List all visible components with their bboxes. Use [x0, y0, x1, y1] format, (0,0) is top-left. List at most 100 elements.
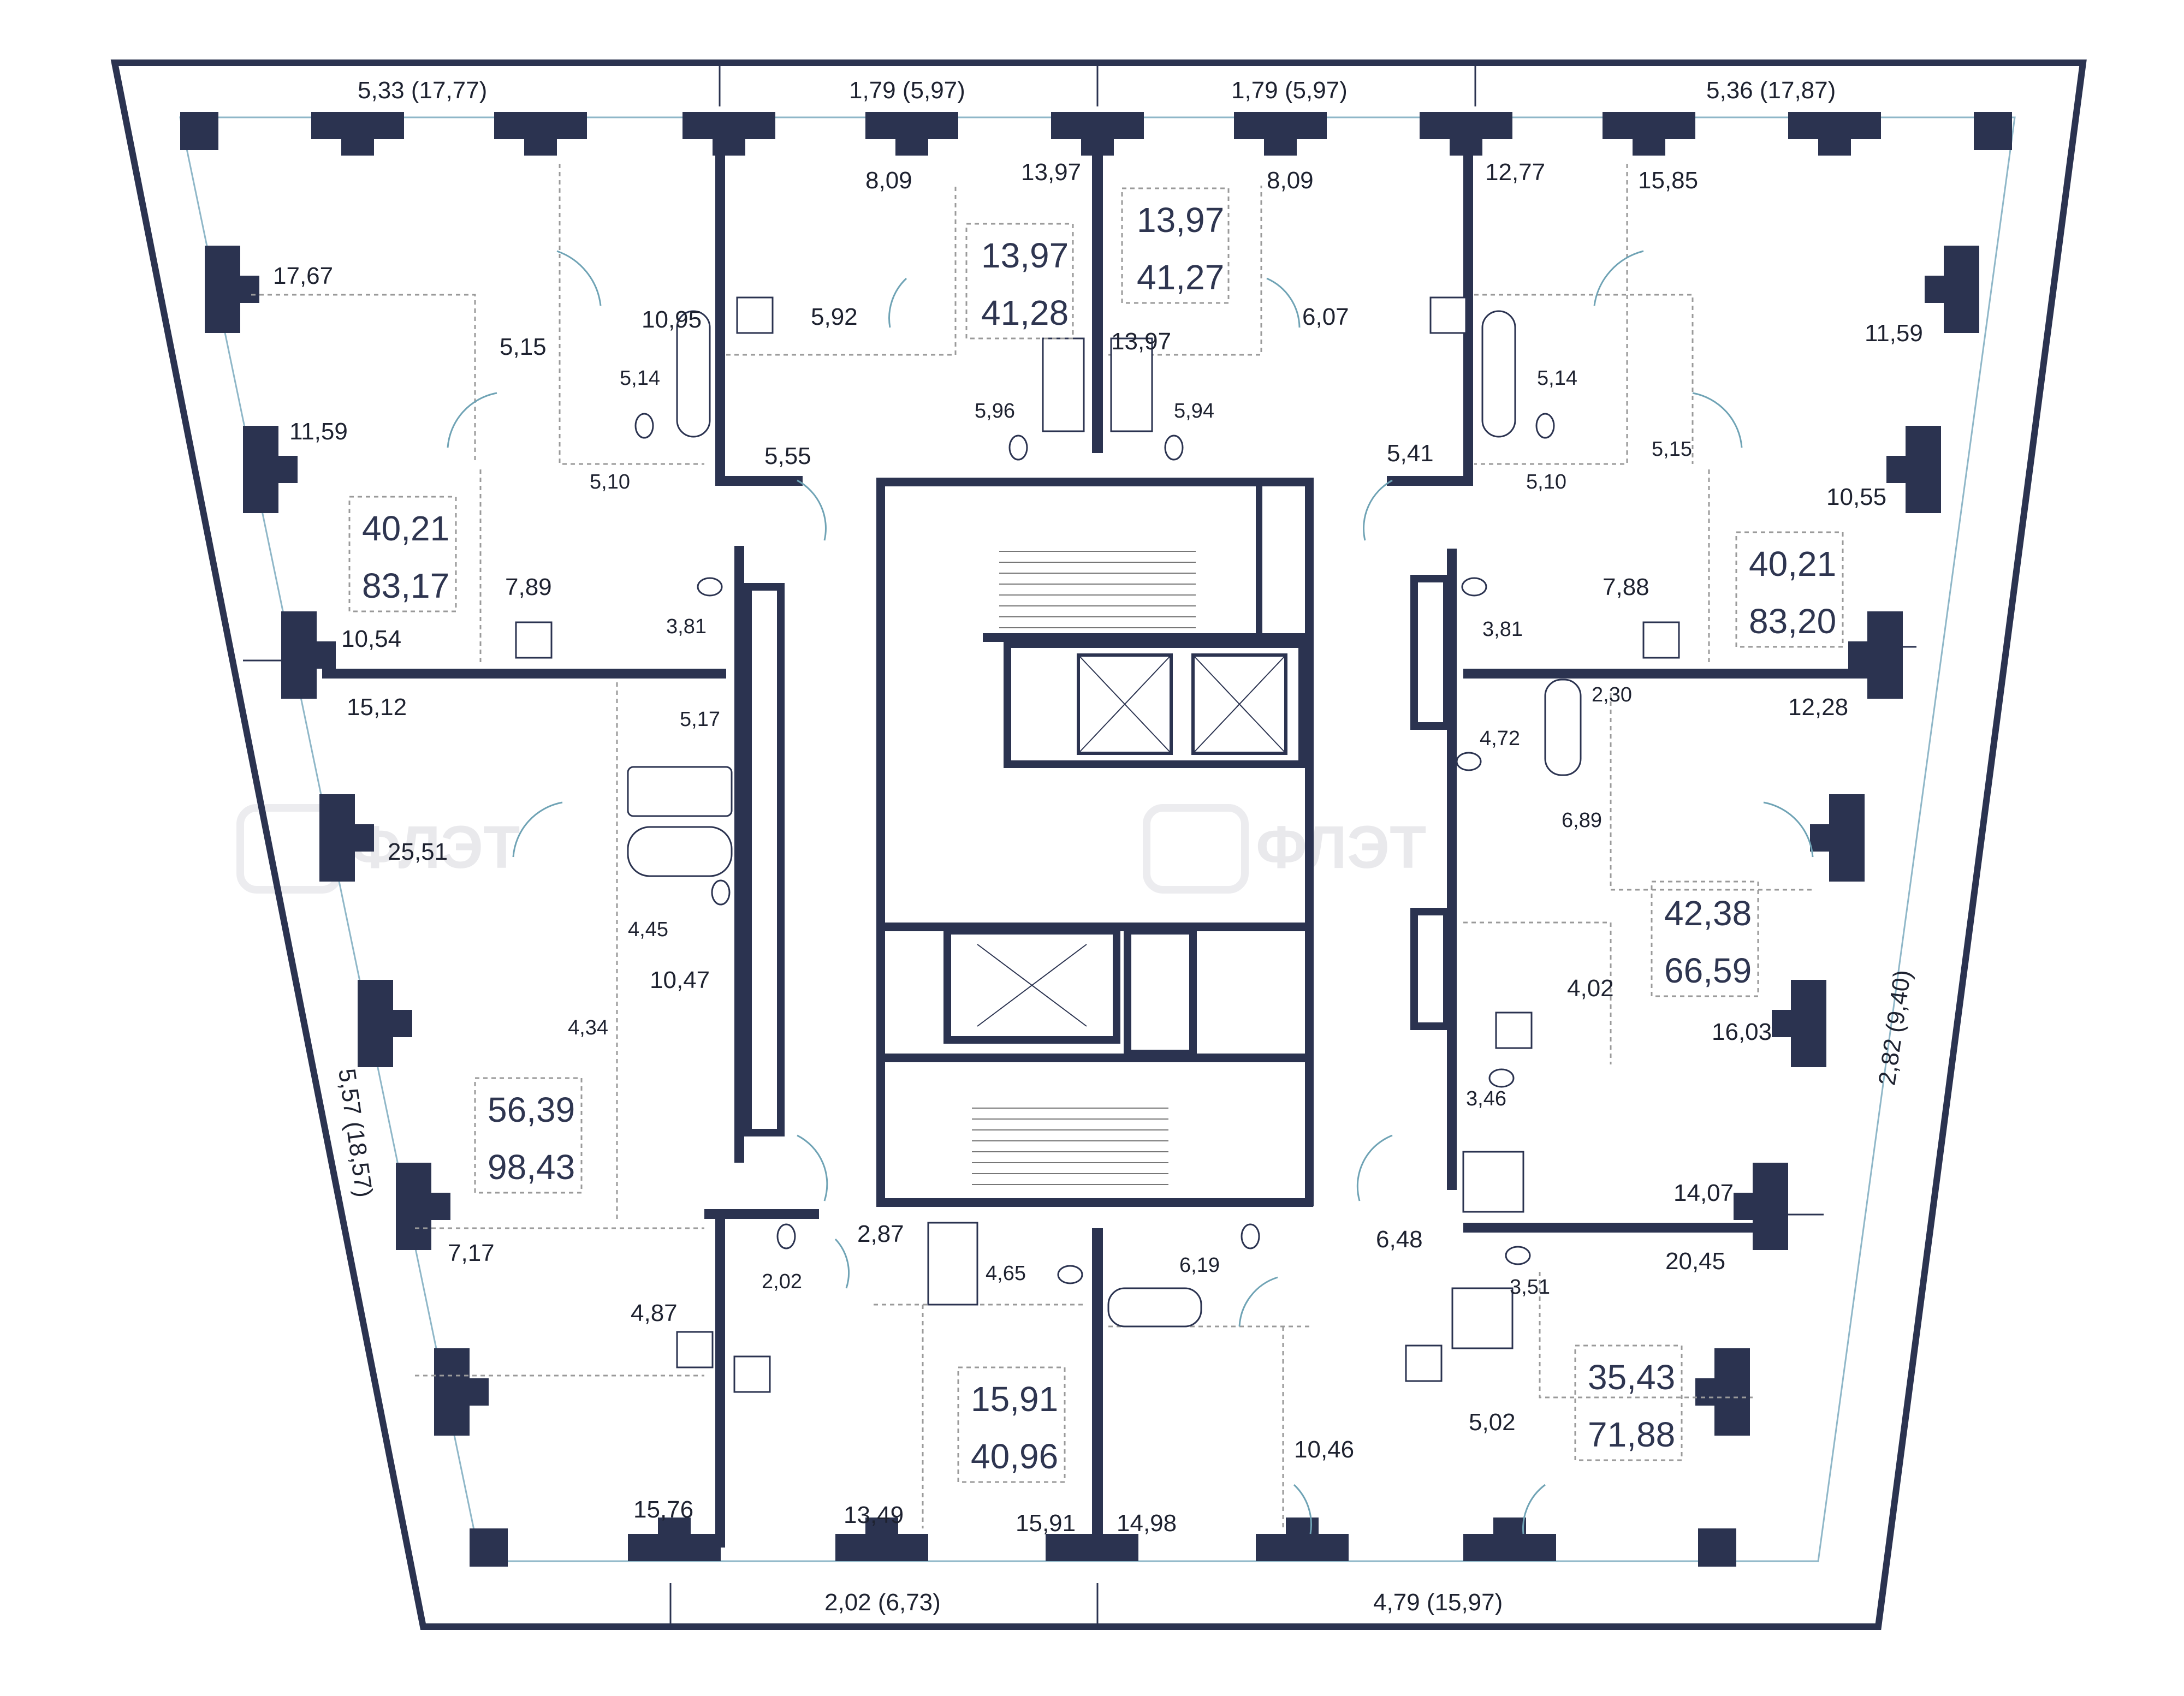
room-area: 25,51: [388, 838, 448, 865]
room-area: 4,02: [1567, 975, 1614, 1002]
room-dividers: [251, 164, 1813, 1528]
living-area: 42,38: [1664, 894, 1752, 933]
room-area: 20,45: [1665, 1248, 1725, 1275]
room-area: 15,76: [633, 1496, 693, 1523]
room-area: 13,49: [844, 1502, 904, 1528]
doors: [447, 250, 1814, 1534]
room-area: 2,30: [1592, 683, 1632, 706]
window-piers: [180, 112, 2012, 1567]
bathroom-fixtures: [515, 296, 1680, 1393]
total-area: 83,17: [362, 566, 449, 605]
room-area: 5,17: [680, 708, 720, 731]
watermark-text-right: ФЛЭТ: [1256, 814, 1426, 881]
total-area: 41,28: [981, 293, 1069, 332]
room-area: 4,65: [986, 1262, 1026, 1285]
room-area: 10,95: [642, 306, 702, 333]
living-area: 40,21: [1749, 544, 1836, 584]
window-line: [179, 116, 2016, 1562]
room-area: 5,94: [1174, 400, 1214, 422]
balcony-dim: 2,02 (6,73): [824, 1589, 941, 1616]
watermark-text-left: ФЛЭТ: [349, 814, 520, 881]
room-area: 5,92: [811, 304, 858, 330]
room-area: 5,10: [1526, 471, 1566, 493]
room-area: 5,14: [620, 367, 660, 390]
room-area: 12,28: [1788, 694, 1848, 721]
room-area: 14,07: [1673, 1180, 1734, 1206]
living-area: 40,21: [362, 509, 449, 548]
apartment-box: 35,43 71,88: [1574, 1344, 1683, 1461]
room-area: 15,91: [1016, 1510, 1076, 1537]
total-area: 83,20: [1749, 602, 1836, 641]
room-area: 12,77: [1485, 159, 1545, 186]
room-area: 6,07: [1302, 304, 1349, 330]
room-area: 3,81: [666, 615, 707, 638]
living-area: 15,91: [971, 1379, 1058, 1419]
room-area: 2,87: [857, 1221, 904, 1247]
apartment-box: 42,38 66,59: [1651, 880, 1759, 997]
apartment-box: 13,97 41,28: [965, 223, 1074, 340]
total-area: 71,88: [1588, 1415, 1675, 1454]
room-area: 5,02: [1469, 1409, 1516, 1436]
room-area: 4,72: [1480, 727, 1520, 750]
room-area: 16,03: [1712, 1019, 1772, 1045]
room-area: 13,97: [1111, 328, 1171, 355]
room-area: 4,45: [628, 918, 668, 941]
living-area: 56,39: [488, 1090, 575, 1129]
apartment-box: 40,21 83,20: [1735, 531, 1844, 648]
room-area: 5,15: [1652, 438, 1692, 461]
room-area: 5,15: [500, 334, 547, 360]
room-area: 10,46: [1294, 1436, 1354, 1463]
room-area: 10,55: [1826, 484, 1886, 510]
room-area: 10,54: [341, 626, 401, 652]
room-area: 11,59: [1865, 320, 1923, 347]
room-area: 5,14: [1537, 367, 1577, 390]
balcony-dim: 5,33 (17,77): [358, 77, 487, 104]
room-labels: 17,67 10,95 5,15 5,14 11,59 5,10 8,09 13…: [273, 159, 1923, 1537]
room-area: 6,19: [1179, 1254, 1220, 1277]
room-area: 11,59: [289, 418, 348, 445]
room-area: 17,67: [273, 263, 333, 289]
room-area: 5,96: [975, 400, 1015, 422]
balcony-dimensions: 5,33 (17,77) 1,79 (5,97) 1,79 (5,97) 5,3…: [333, 77, 1916, 1616]
balcony-dim: 4,79 (15,97): [1373, 1589, 1503, 1616]
room-area: 7,17: [448, 1240, 495, 1266]
stairs: [972, 551, 1196, 1185]
room-area: 3,81: [1482, 618, 1523, 641]
total-area: 40,96: [971, 1437, 1058, 1476]
room-area: 14,98: [1117, 1510, 1177, 1537]
apartment-box: 56,39 98,43: [474, 1077, 583, 1194]
room-area: 4,34: [568, 1016, 608, 1039]
living-area: 13,97: [981, 236, 1069, 275]
apartment-boxes: 13,97 41,28 13,97 41,27 40,21 83,17 40,2…: [348, 187, 1844, 1483]
room-area: 2,02: [762, 1270, 802, 1293]
room-area: 4,87: [631, 1300, 678, 1326]
room-area: 15,85: [1638, 167, 1698, 194]
watermark: ФЛЭТ ФЛЭТ: [236, 804, 1426, 894]
balcony-dim: 5,36 (17,87): [1706, 77, 1836, 104]
total-area: 66,59: [1664, 951, 1752, 990]
room-area: 15,12: [347, 694, 407, 721]
living-area: 35,43: [1588, 1358, 1675, 1397]
room-area: 6,48: [1376, 1226, 1423, 1253]
balcony-dim: 1,79 (5,97): [1231, 77, 1348, 104]
apartment-box: 15,91 40,96: [957, 1366, 1066, 1483]
room-area: 8,09: [1267, 167, 1314, 194]
room-area: 8,09: [865, 167, 912, 194]
living-area: 13,97: [1137, 200, 1224, 240]
building-outline: [110, 59, 2087, 1630]
apartment-box: 13,97 41,27: [1121, 187, 1230, 304]
room-area: 3,51: [1510, 1276, 1550, 1299]
room-area: 5,41: [1387, 440, 1434, 467]
partition-walls: [322, 136, 1873, 1556]
room-area: 5,10: [590, 471, 630, 493]
total-area: 98,43: [488, 1147, 575, 1187]
room-area: 13,97: [1021, 159, 1081, 186]
room-area: 3,46: [1466, 1087, 1506, 1110]
balcony-dim: 5,57 (18,57): [333, 1067, 378, 1199]
room-area: 5,55: [764, 443, 811, 469]
apartment-box: 40,21 83,17: [348, 496, 457, 612]
room-area: 7,88: [1603, 574, 1649, 600]
total-area: 41,27: [1137, 258, 1224, 297]
room-area: 10,47: [650, 967, 710, 993]
